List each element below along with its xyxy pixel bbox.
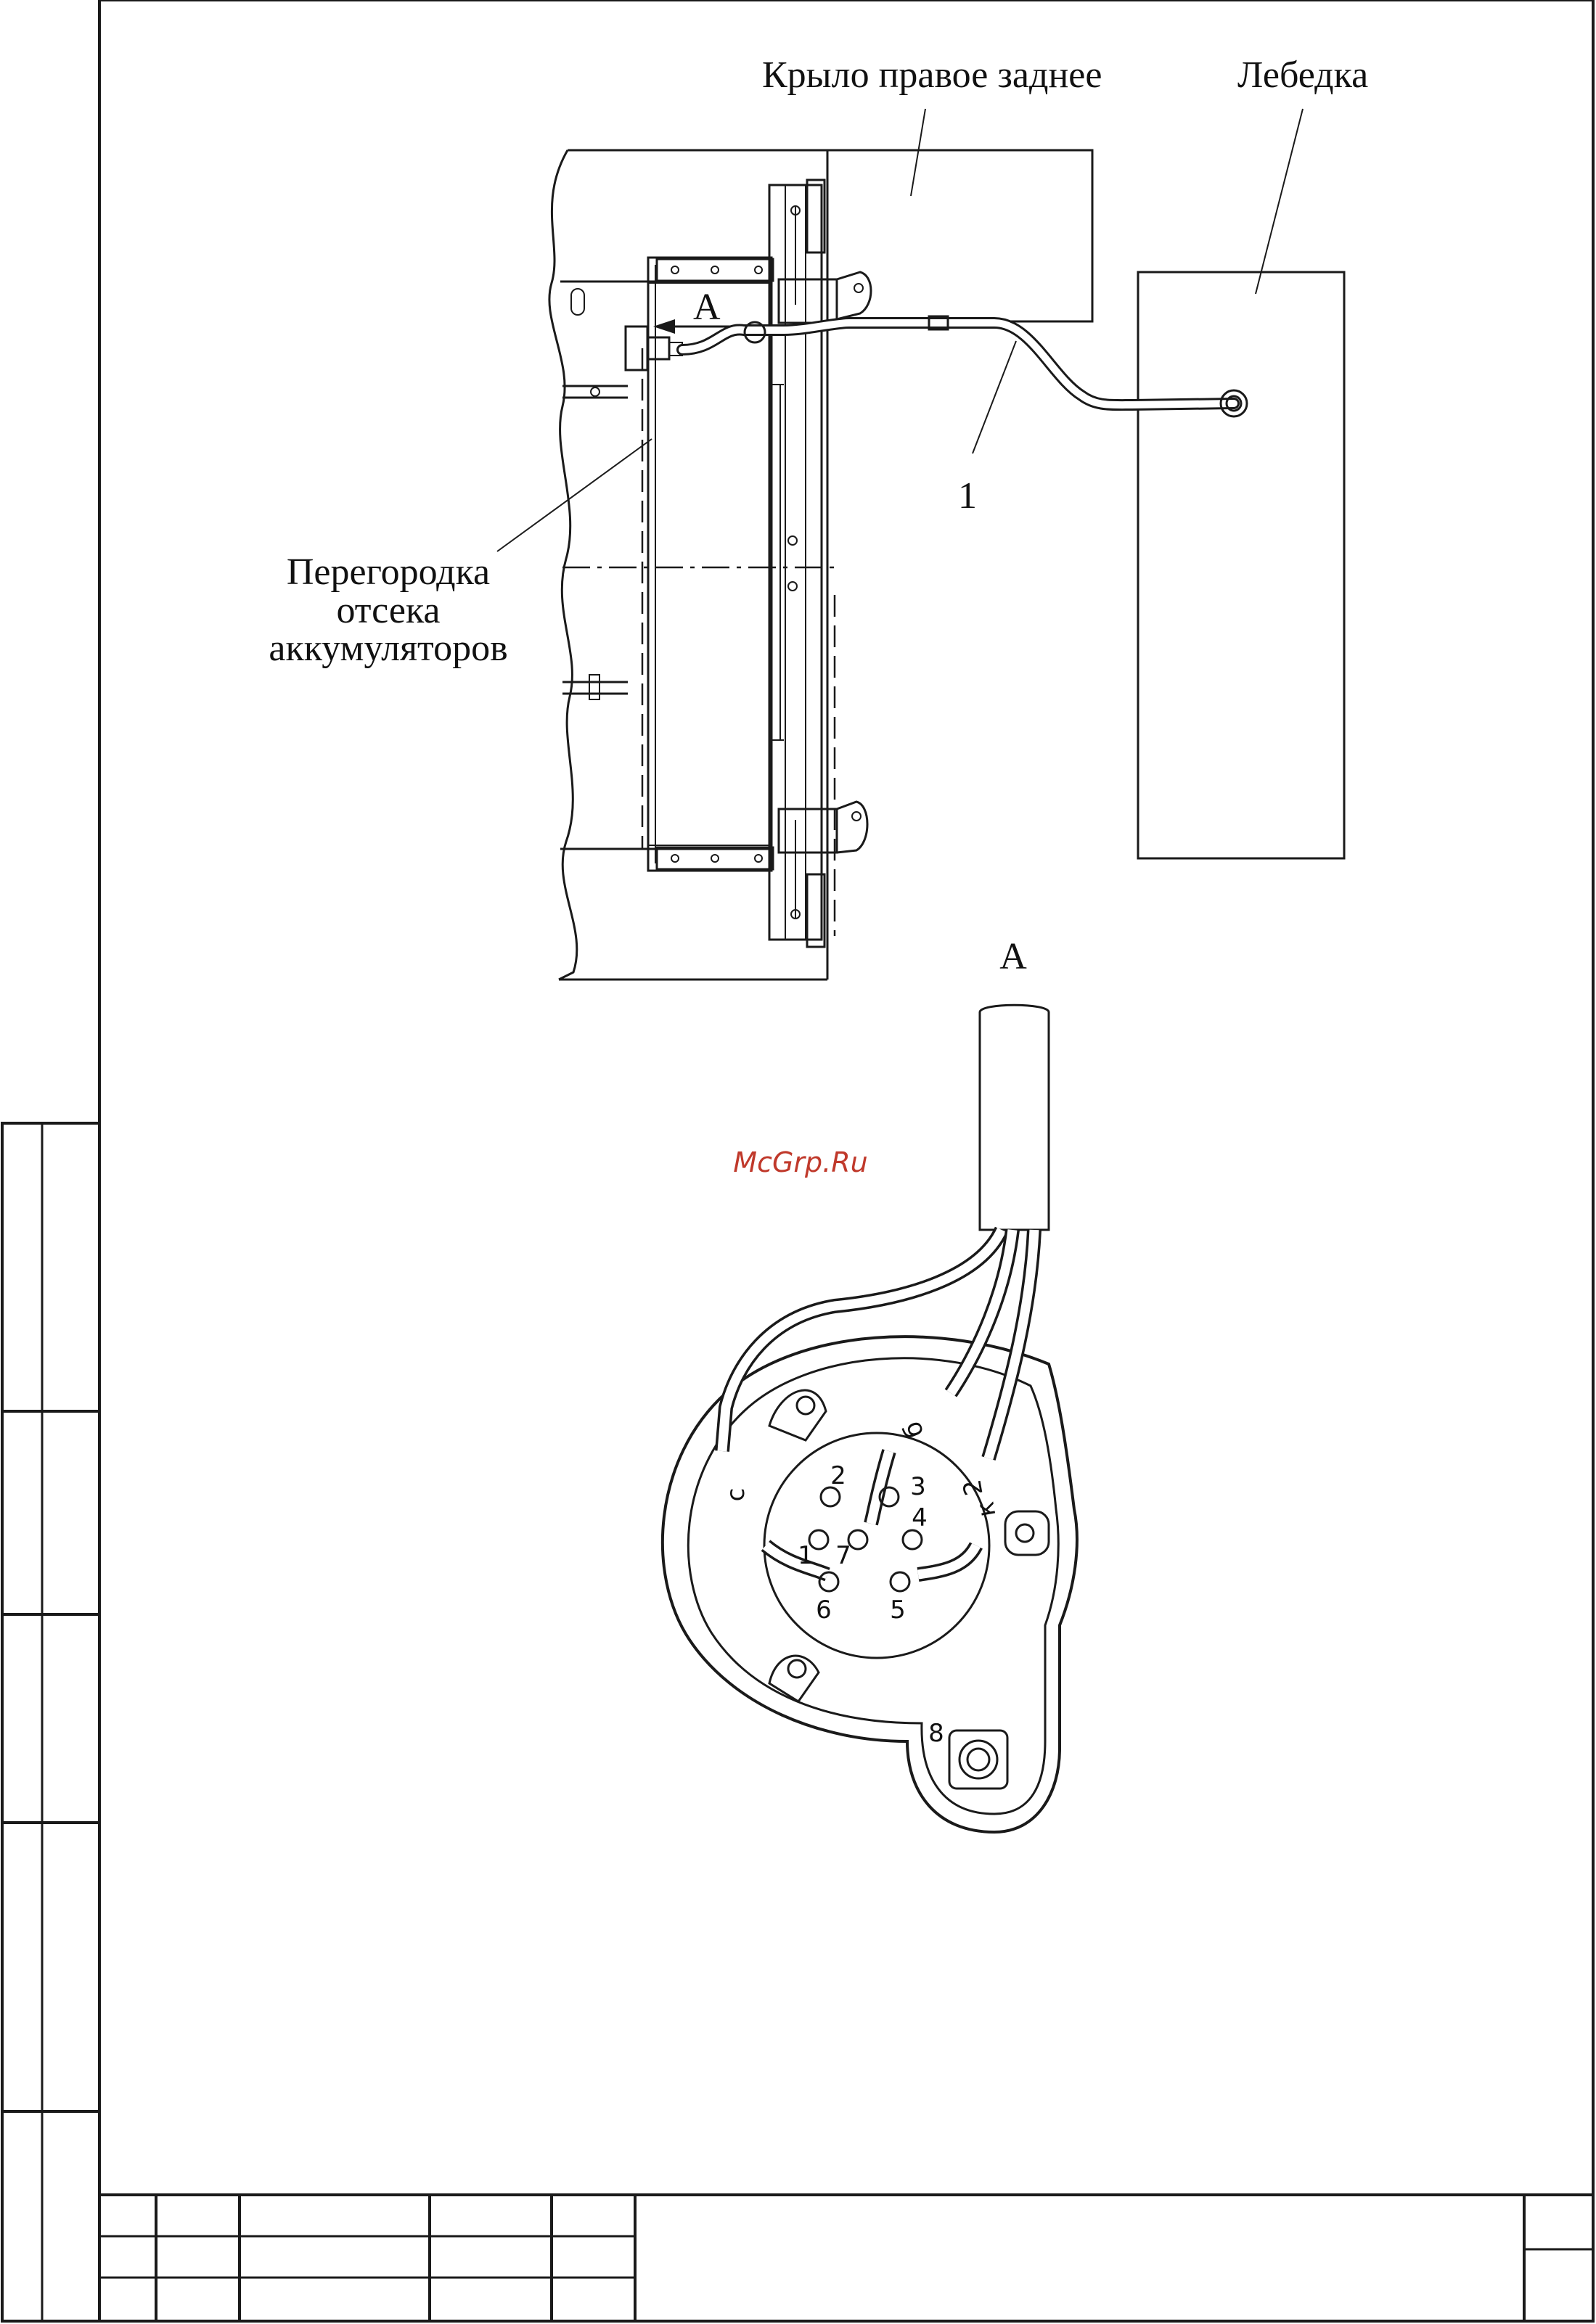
label-callout-1: 1 <box>958 475 977 517</box>
label-partition-line1: Перегородка <box>287 551 490 593</box>
connector-cable-sheath <box>980 1005 1049 1230</box>
rear-right-fender <box>827 150 1092 321</box>
pin-label-3: 3 <box>910 1472 926 1501</box>
title-block <box>99 2195 1593 2321</box>
label-partition-line3: аккумуляторов <box>269 628 507 669</box>
pin-label-8: 8 <box>928 1719 944 1748</box>
pin-label-2: 2 <box>830 1461 846 1490</box>
label-rear-right-fender: Крыло правое заднее <box>762 54 1102 96</box>
pin-label-6: 6 <box>816 1596 832 1625</box>
pin-label-7: 7 <box>835 1541 851 1570</box>
pin-label-1: 1 <box>798 1541 814 1570</box>
wire-mark-b: б <box>898 1418 930 1442</box>
leaders <box>497 109 1303 551</box>
view-a-title: А <box>999 936 1027 977</box>
cable-1 <box>682 316 1247 416</box>
pin-label-5: 5 <box>890 1596 906 1625</box>
watermark: McGrp.Ru <box>733 1146 867 1178</box>
winch-body <box>1138 272 1344 858</box>
wire-mark-k: к <box>971 1500 1002 1519</box>
view-a-marker: А <box>693 287 721 328</box>
label-partition-line2: отсека <box>336 590 440 631</box>
wire-mark-2: 2 <box>957 1477 989 1498</box>
mounting-rail <box>769 180 871 947</box>
pin-label-4: 4 <box>912 1503 928 1532</box>
wire-mark-c: с <box>721 1488 750 1502</box>
label-winch: Лебедка <box>1237 54 1368 96</box>
